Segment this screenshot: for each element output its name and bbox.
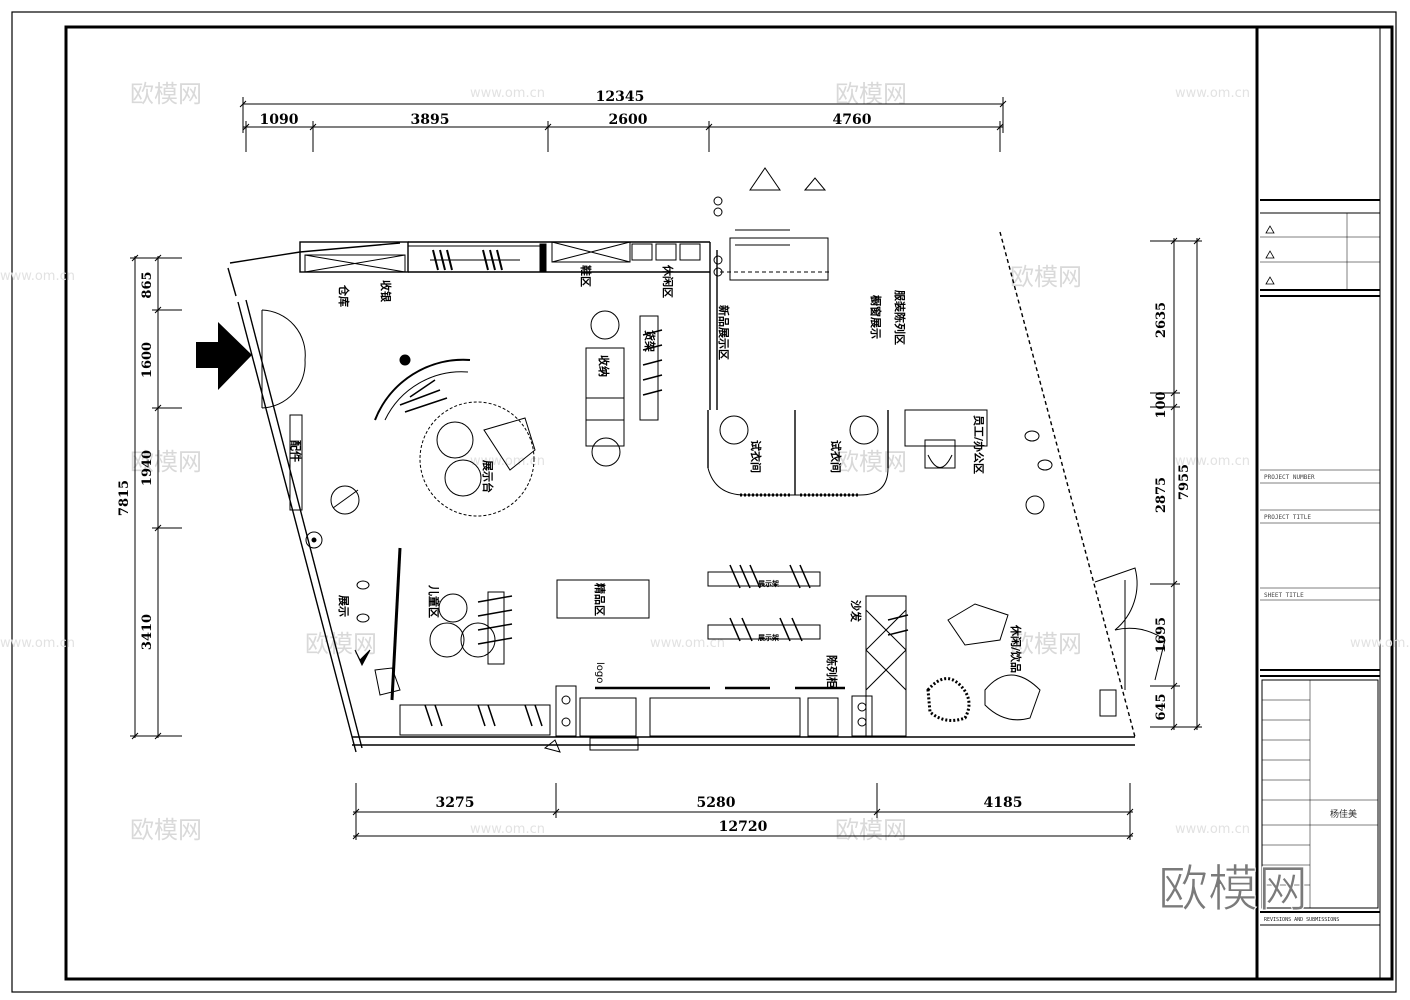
top-dimensions [239, 97, 1007, 152]
center-racks [707, 564, 821, 642]
watermark-logo: 欧模网 [835, 816, 907, 844]
left-dim-seg-3: 1940 [140, 450, 155, 486]
sheet-title-label: SHEET TITLE [1264, 592, 1304, 599]
top-dim-seg-1: 1090 [260, 112, 299, 128]
hanger-rail-top [430, 249, 520, 271]
left-dim-seg-2: 1600 [140, 342, 155, 378]
watermark-logo: 欧模网 [835, 80, 907, 108]
entrance-doors [261, 309, 306, 409]
room-label-6: 试衣间 [829, 440, 843, 473]
watermark-logo: 欧模网 [1010, 630, 1082, 658]
room-label-21: 货架 [643, 329, 657, 352]
watermark-url: www.om.cn [650, 636, 725, 651]
room-label-9: 展示台 [481, 459, 495, 493]
watermark-logo: 欧模网 [130, 80, 202, 108]
bottom-dim-seg-2: 5280 [697, 795, 736, 811]
room-label-20: 沙发 [849, 600, 863, 623]
fitting-rooms [707, 415, 889, 497]
left-overall-dim: 7815 [117, 480, 132, 516]
outer-frame [11, 11, 1397, 993]
watermark-url: www.om.cn [470, 86, 545, 101]
right-dim-seg-2: 100 [1154, 391, 1169, 418]
left-dim-seg-1: 865 [140, 271, 155, 298]
top-dim-seg-4: 4760 [833, 112, 872, 128]
room-label-19: 陈列柜 [825, 655, 839, 688]
drawing-frame [64, 25, 1394, 981]
walls [227, 231, 1136, 753]
right-dim-seg-1: 2635 [1154, 302, 1169, 338]
room-label-18: 展示架 [757, 633, 779, 642]
watermark-url: www.om.cn [1175, 86, 1250, 101]
back-area [713, 167, 830, 281]
watermark-url: www.om.cn [1175, 454, 1250, 469]
watermark-url: www.om.cn [470, 454, 545, 469]
left-dim-seg-4: 3410 [140, 614, 155, 650]
bottom-overall-dim: 12720 [719, 819, 768, 835]
watermark-logo: 欧模网 [130, 816, 202, 844]
watermark-url: www.om.cn [1175, 822, 1250, 837]
designer-name: 杨佳美 [1330, 808, 1357, 820]
room-label-22: 橱窗展示 [869, 295, 883, 339]
watermark-logo: 欧模网 [1010, 263, 1082, 291]
right-fixtures [926, 430, 1117, 722]
room-label-8: 收纳 [597, 355, 611, 377]
entrance-arrow-icon [196, 322, 252, 390]
watermark-url: www.om.cn [470, 822, 545, 837]
watermark-url: www.om.cn [1350, 636, 1410, 651]
room-label-16: 休闲/饮品 [1009, 624, 1023, 673]
room-label-23: 服装陈列区 [893, 290, 907, 345]
right-dim-seg-3: 2875 [1154, 477, 1169, 513]
room-label-12: 儿童区 [427, 584, 441, 618]
central-island [585, 310, 663, 467]
right-dimensions [1150, 237, 1202, 731]
room-label-2: 收银 [379, 280, 393, 303]
brand-logo: 欧模网 [1158, 860, 1308, 918]
watermark-url: www.om.cn [0, 269, 75, 284]
watermark-logo: 欧模网 [130, 448, 202, 476]
room-label-10: 展示 [337, 594, 350, 617]
office-desk [904, 409, 988, 469]
bottom-counters [399, 685, 873, 753]
watermark-logo: 欧模网 [835, 448, 907, 476]
room-label-4: 休闲区 [661, 264, 675, 298]
watermark-url: www.om.cn [0, 636, 75, 651]
watermark-logo: 欧模网 [305, 630, 377, 658]
lower-left-display [429, 579, 650, 665]
logo-mark: logo [594, 662, 605, 683]
room-label-14: 配件 [289, 440, 303, 462]
bottom-dim-seg-1: 3275 [436, 795, 475, 811]
left-dimensions [130, 254, 182, 740]
watermark-layer: 欧模网 www.om.cn 欧模网 www.om.cn www.om.cn 欧模… [0, 80, 1410, 844]
revisions-footer: REVISIONS AND SUBMISSIONS [1264, 917, 1339, 923]
display-tower [865, 595, 909, 737]
right-dim-seg-4: 1695 [1154, 617, 1169, 653]
project-number-label: PROJECT NUMBER [1264, 474, 1315, 481]
title-block [1260, 199, 1380, 926]
room-label-1: 仓库 [337, 284, 351, 307]
round-display [374, 354, 536, 517]
side-door [1094, 567, 1166, 690]
top-dim-seg-2: 3895 [411, 112, 450, 128]
top-dim-seg-3: 2600 [609, 112, 648, 128]
room-label-13: 精品区 [593, 583, 607, 616]
bottom-dim-seg-3: 4185 [984, 795, 1023, 811]
left-wall-fixtures [289, 414, 401, 696]
room-label-17: 展示架 [757, 579, 779, 588]
bottom-dimensions [352, 783, 1134, 840]
top-overall-dim: 12345 [596, 89, 645, 105]
room-label-5: 试衣间 [749, 440, 763, 473]
room-label-3: 鞋区 [579, 265, 593, 287]
top-storage-cabinets [304, 241, 701, 273]
right-overall-dim: 7955 [1177, 464, 1192, 500]
room-label-11: 新品展示区 [717, 305, 731, 360]
project-title-label: PROJECT TITLE [1264, 514, 1311, 521]
room-label-7: 员工/办公区 [972, 415, 986, 474]
right-dim-seg-5: 645 [1154, 693, 1169, 720]
